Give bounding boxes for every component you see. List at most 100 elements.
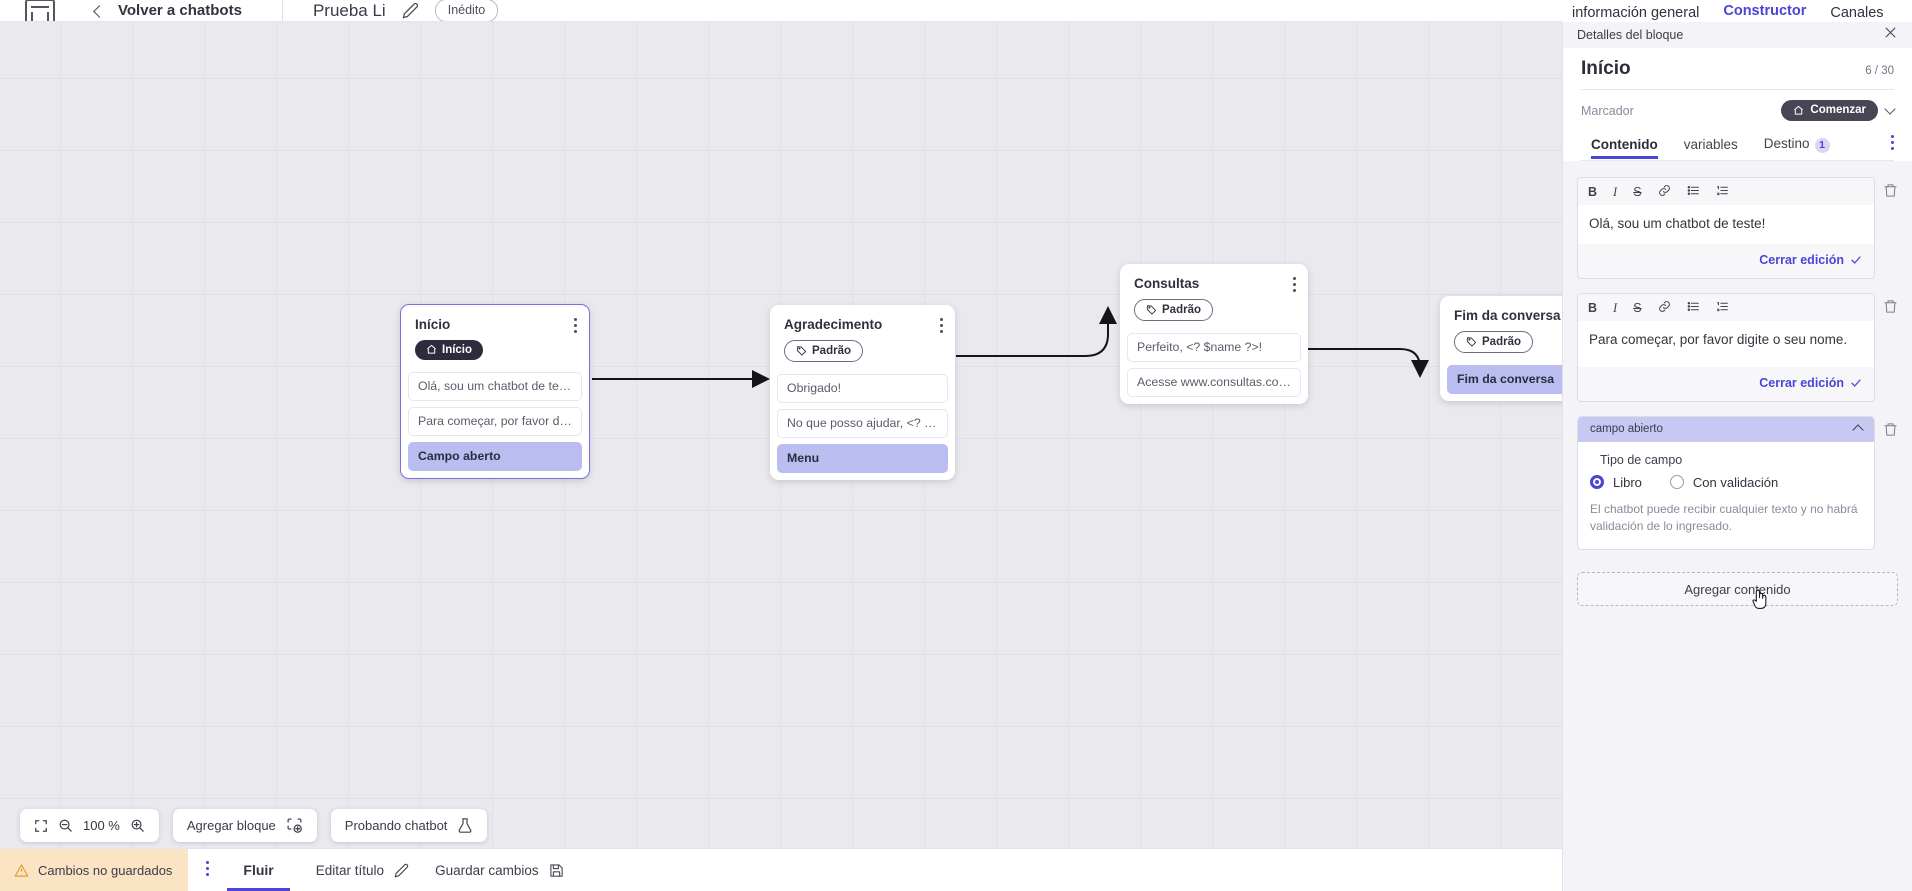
bot-title-group: Prueba Li Inédito [313,0,499,21]
close-icon[interactable] [1883,25,1898,45]
status-bar-menu-button[interactable] [206,861,210,879]
numbered-list-icon[interactable] [1716,184,1729,200]
add-block-label: Agregar bloque [186,818,276,833]
node-row[interactable]: Acesse www.consultas.com par... [1127,368,1301,397]
numbered-list-icon[interactable] [1716,300,1729,316]
chevron-down-icon[interactable] [1884,103,1896,115]
node-chip-padrao: Padrão [1454,331,1533,353]
strikethrough-icon[interactable]: S [1633,184,1642,199]
add-block-icon [287,818,302,833]
campo-abierto-title: campo abierto [1590,422,1663,435]
flow-canvas[interactable]: Início Início Olá, sou um chatbot de tes… [0,22,1562,870]
node-row[interactable]: Campo aberto [408,442,582,471]
strikethrough-icon[interactable]: S [1633,300,1642,315]
node-chip-label: Padrão [1482,335,1521,348]
marcador-row: Marcador Comenzar [1581,90,1896,123]
save-changes-button[interactable]: Guardar cambios [435,863,564,878]
close-edit-button[interactable]: Cerrar edición [1759,376,1862,390]
rich-text-editor[interactable]: B I S Olá, sou um chatbot de tes [1577,177,1875,280]
brand-logo-icon[interactable] [25,0,55,21]
flow-node-inicio[interactable]: Início Início Olá, sou um chatbot de tes… [400,304,590,479]
editor-text[interactable]: Para começar, por favor digite o seu nom… [1578,320,1874,367]
editor-text[interactable]: Olá, sou um chatbot de teste! [1578,204,1874,245]
flow-node-consultas[interactable]: Consultas Padrão Perfeito, <? $name ?>! … [1120,264,1308,404]
panel-tab-contenido[interactable]: Contenido [1591,137,1658,159]
pencil-icon [394,863,409,877]
zoom-controls[interactable]: 100 % [20,809,159,842]
bold-icon[interactable]: B [1588,300,1598,315]
save-disk-icon [549,863,563,877]
bullet-list-icon[interactable] [1687,300,1700,316]
radio-libro[interactable]: Libro [1590,475,1642,490]
node-menu-button[interactable] [574,318,577,336]
panel-block-title: Início [1581,58,1631,79]
flask-icon [458,818,472,833]
add-content-button[interactable]: Agregar contenido [1577,572,1898,610]
node-chip-padrao: Padrão [1134,299,1213,321]
edit-title-button[interactable]: Editar título [316,863,409,878]
editor-footer: Cerrar edición [1578,244,1874,278]
panel-tabs-menu-button[interactable] [1891,135,1894,153]
link-icon[interactable] [1658,184,1671,200]
trash-icon[interactable] [1883,421,1898,438]
italic-icon[interactable]: I [1613,184,1618,199]
test-chatbot-button[interactable]: Probando chatbot [330,809,488,842]
panel-top-section: Início 6 / 30 Marcador Comenzar Contenid… [1563,48,1912,161]
bottom-status-bar: Cambios no guardados Fluir Editar título… [0,848,1562,891]
panel-header: Detalles del bloque [1563,22,1912,48]
flow-node-fim-da-conversa[interactable]: Fim da conversa Padrão Fim da conversa [1440,296,1562,401]
tab-canales[interactable]: Canales [1830,5,1884,21]
node-row[interactable]: Obrigado! [777,374,948,403]
close-edit-button[interactable]: Cerrar edición [1759,253,1862,267]
node-chip-label: Padrão [812,344,851,357]
zoom-in-icon [131,819,144,832]
bold-icon[interactable]: B [1588,184,1598,199]
node-row[interactable]: Menu [777,444,948,473]
radio-con-validacion[interactable]: Con validación [1669,475,1778,490]
italic-icon[interactable]: I [1613,300,1618,315]
check-icon [1851,256,1861,264]
back-to-chatbots-button[interactable]: Volver a chatbots [93,0,242,21]
node-menu-button[interactable] [940,318,943,336]
node-header: Consultas Padrão [1120,264,1308,329]
campo-abierto-header[interactable]: campo abierto [1578,416,1874,442]
bullet-list-icon[interactable] [1687,184,1700,200]
link-icon[interactable] [1658,300,1671,316]
radio-label: Libro [1613,474,1642,490]
node-row[interactable]: Perfeito, <? $name ?>! [1127,333,1301,362]
marcador-comenzar-pill[interactable]: Comenzar [1781,100,1878,121]
destino-count-badge: 1 [1814,137,1830,153]
check-icon [1851,378,1861,387]
tag-icon [796,346,807,356]
campo-abierto-body: Tipo de campo Libro Con validación E [1578,442,1874,550]
back-to-chatbots-label: Volver a chatbots [118,2,242,19]
tipo-de-campo-radios: Libro Con validación [1590,475,1862,490]
campo-abierto-help-text: El chatbot puede recibir cualquier texto… [1590,501,1858,533]
canvas-toolbar: 100 % Agregar bloque Probando chatbot [20,809,488,842]
close-edit-label: Cerrar edición [1759,253,1844,268]
trash-icon[interactable] [1883,182,1898,199]
panel-tab-label: variables [1683,136,1738,152]
chevron-up-icon[interactable] [1852,424,1864,436]
tab-informacion-general[interactable]: información general [1572,5,1700,21]
node-row[interactable]: Fim da conversa [1447,365,1562,394]
node-row[interactable]: Para começar, por favor digite o ... [408,407,582,436]
pencil-icon[interactable] [402,2,419,19]
radio-indicator [1669,475,1684,490]
node-menu-button[interactable] [1293,277,1296,295]
node-header: Agradecimento Padrão [770,305,955,370]
flow-node-agradecimento[interactable]: Agradecimento Padrão Obrigado! No que po… [770,305,955,480]
home-icon [1794,105,1804,115]
panel-content-body: B I S Olá, sou um chatbot de tes [1563,161,1912,891]
panel-tab-variables[interactable]: variables [1684,137,1738,159]
node-row[interactable]: No que posso ajudar, <? $name ... [777,409,948,438]
rich-text-editor[interactable]: B I S Para começar, por favor di [1577,293,1875,402]
node-header: Início Início [401,305,589,368]
add-block-button[interactable]: Agregar bloque [172,809,317,842]
tab-fluir[interactable]: Fluir [227,850,291,891]
home-icon [427,344,436,354]
zoom-out-icon [59,819,72,832]
trash-icon[interactable] [1883,298,1898,315]
node-row[interactable]: Olá, sou um chatbot de teste! [408,372,582,401]
